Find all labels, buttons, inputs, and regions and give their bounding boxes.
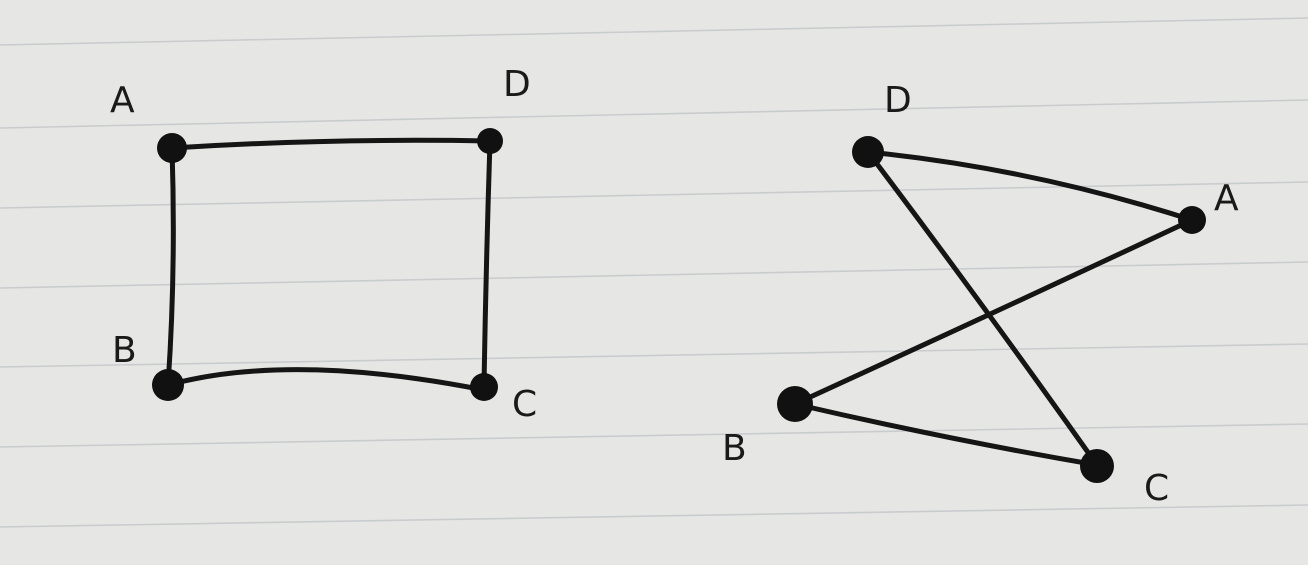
ruled-lines	[0, 17, 1308, 528]
node-a	[1178, 206, 1206, 234]
node-d	[477, 128, 503, 154]
edge-d-c	[481, 138, 493, 388]
node-label: C	[512, 384, 537, 425]
node-label: B	[722, 428, 747, 469]
node-d	[852, 136, 884, 168]
edge-d-a	[865, 149, 1195, 223]
edge-b-c	[792, 401, 1100, 468]
node-label: C	[1144, 468, 1169, 509]
node-label: A	[110, 80, 135, 121]
edge-a-b	[792, 217, 1195, 407]
node-c	[1080, 449, 1114, 483]
node-label: A	[1214, 178, 1239, 219]
ruled-line	[0, 343, 1308, 368]
node-label: D	[503, 64, 531, 105]
ruled-line	[0, 261, 1308, 289]
graph-crossed: D A B C	[722, 80, 1239, 509]
node-label: D	[884, 80, 912, 121]
node-label: B	[112, 330, 137, 371]
edge-b-c	[165, 367, 487, 393]
node-a	[157, 133, 187, 163]
node-b	[152, 369, 184, 401]
ruled-line	[0, 17, 1308, 46]
ruled-line	[0, 99, 1308, 129]
edge-a-b	[165, 145, 176, 388]
ruled-line	[0, 181, 1308, 209]
ruled-line	[0, 423, 1308, 448]
ruled-line	[0, 504, 1308, 528]
node-c	[470, 373, 498, 401]
graph-square: A D B C	[110, 64, 537, 425]
edge-d-c	[865, 149, 1100, 468]
edge-a-d	[169, 137, 493, 151]
node-b	[777, 386, 813, 422]
